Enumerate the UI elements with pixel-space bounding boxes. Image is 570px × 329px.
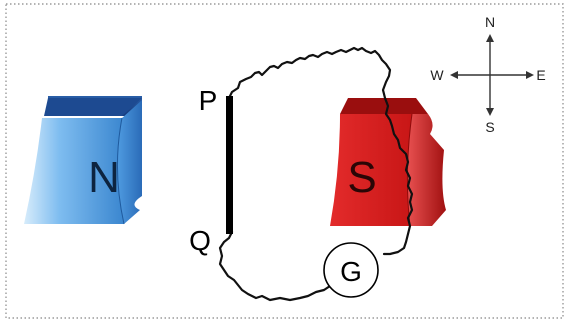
compass-north-label: N bbox=[485, 14, 495, 30]
compass-south-label: S bbox=[485, 119, 494, 135]
magnet-pole-s-label: S bbox=[347, 153, 376, 202]
west-arrowhead bbox=[450, 71, 458, 79]
figure-border bbox=[5, 3, 564, 319]
south-arrowhead bbox=[486, 108, 494, 116]
galvanometer bbox=[323, 242, 379, 298]
south-magnet: S bbox=[330, 98, 446, 227]
compass-west-label: W bbox=[430, 67, 444, 83]
circuit-wire-lower bbox=[218, 230, 332, 302]
compass-rose: N S W E bbox=[430, 14, 545, 135]
east-arrowhead bbox=[526, 71, 534, 79]
conductor-top-label: P bbox=[199, 85, 218, 116]
north-arrowhead bbox=[486, 34, 494, 42]
galvanometer-label: G bbox=[340, 256, 362, 287]
conductor-rod bbox=[226, 96, 233, 234]
compass-east-label: E bbox=[536, 67, 545, 83]
conductor-bottom-label: Q bbox=[189, 225, 211, 256]
magnet-pole-n-label: N bbox=[88, 153, 120, 202]
circuit-wire bbox=[227, 46, 414, 256]
north-magnet: N bbox=[24, 96, 142, 225]
